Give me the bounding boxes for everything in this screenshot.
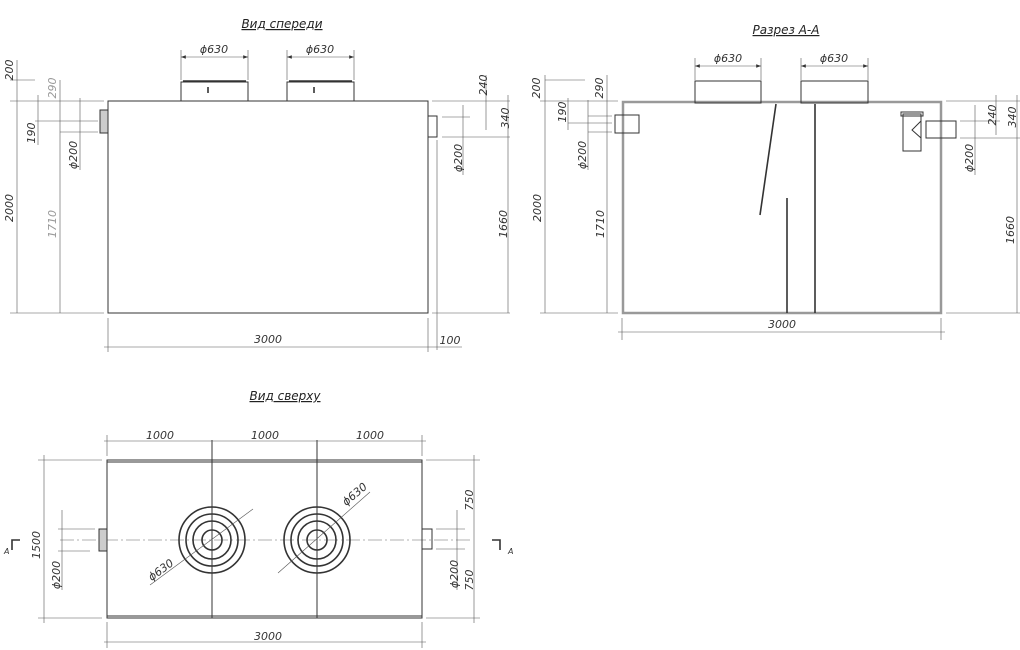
section-dim-inlet-level: 1710 [594,210,607,238]
outlet-tee [900,111,957,152]
top-manhole-1-dia: ϕ630 [146,557,177,584]
section-dim-length: 3000 [768,318,796,331]
front-dim-outlet-len: 100 [440,334,461,347]
manhole-2 [800,80,869,104]
inlet-pipe [614,114,640,134]
front-dim-length: 3000 [254,333,282,346]
section-mark-left-label: A [3,547,9,556]
front-dim-outlet-level: 1660 [497,210,510,238]
top-manhole-2-dia: ϕ630 [340,480,370,508]
section-dim-inlet-axis: 190 [556,102,569,123]
section-view-title: Разрез А-А [753,23,820,37]
section-dim-inlet-top: 290 [593,78,606,99]
front-dim-inlet-top: 290 [46,78,59,99]
top-dim-half-bottom: 750 [463,570,476,591]
section-dim-top: 200 [530,78,543,99]
manhole-2 [286,80,355,102]
section-dim-inlet-dia: ϕ200 [576,141,589,169]
section-dim-outlet-top: 240 [986,105,999,126]
front-manhole-2-dia: ϕ630 [306,43,334,56]
section-manhole-2-dia: ϕ630 [820,52,848,65]
section-dim-outlet-level: 1660 [1004,216,1017,244]
manhole-1 [180,80,249,102]
top-dim-half-top: 750 [463,490,476,511]
manhole-1 [694,80,762,104]
section-dim-outlet-dia: ϕ200 [963,144,976,172]
inlet-pipe [99,109,109,134]
front-dim-inlet-dia: ϕ200 [67,141,80,169]
front-dim-height: 2000 [3,194,16,222]
front-dim-outlet-top: 240 [477,75,490,96]
top-dim-inlet-dia: ϕ200 [50,561,63,589]
inclined-baffle [759,103,777,216]
section-view: Разрез А-А ϕ630 ϕ630 200 290 190 [530,23,1020,340]
manhole-2 [277,491,371,574]
top-dim-seg-1: 1000 [146,429,174,442]
top-dim-outlet-dia: ϕ200 [448,560,461,588]
top-dim-seg-3: 1000 [356,429,384,442]
top-view: Вид сверху ϕ630 ϕ630 1000 1000 1000 150 [3,389,513,648]
front-view-title: Вид спереди [241,17,322,31]
front-dim-inlet-level: 1710 [46,210,59,238]
outlet-pipe [421,528,433,550]
tank-wall [621,100,943,315]
tank-body [106,459,423,619]
section-mark-right: A [492,539,513,556]
front-manhole-1-dia: ϕ630 [200,43,228,56]
section-dim-outlet-axis: 340 [1006,107,1019,128]
front-view: Вид спереди ϕ630 ϕ630 200 2000 29 [3,17,512,352]
top-dim-seg-2: 1000 [251,429,279,442]
inlet-pipe [98,528,108,552]
front-dim-top: 200 [3,60,16,81]
front-dim-outlet-dia: ϕ200 [452,144,465,172]
tank-body [107,100,429,314]
section-mark-right-label: A [507,547,513,556]
top-view-title: Вид сверху [249,389,321,403]
manhole-1 [149,506,254,586]
front-dim-inlet-axis: 190 [25,123,38,144]
section-mark-left: A [3,539,20,556]
section-manhole-1-dia: ϕ630 [714,52,742,65]
front-dim-outlet-axis: 340 [499,108,512,129]
top-dim-width: 1500 [30,531,43,559]
outlet-pipe [427,115,438,138]
section-dim-height: 2000 [531,194,544,222]
top-dim-length: 3000 [254,630,282,643]
